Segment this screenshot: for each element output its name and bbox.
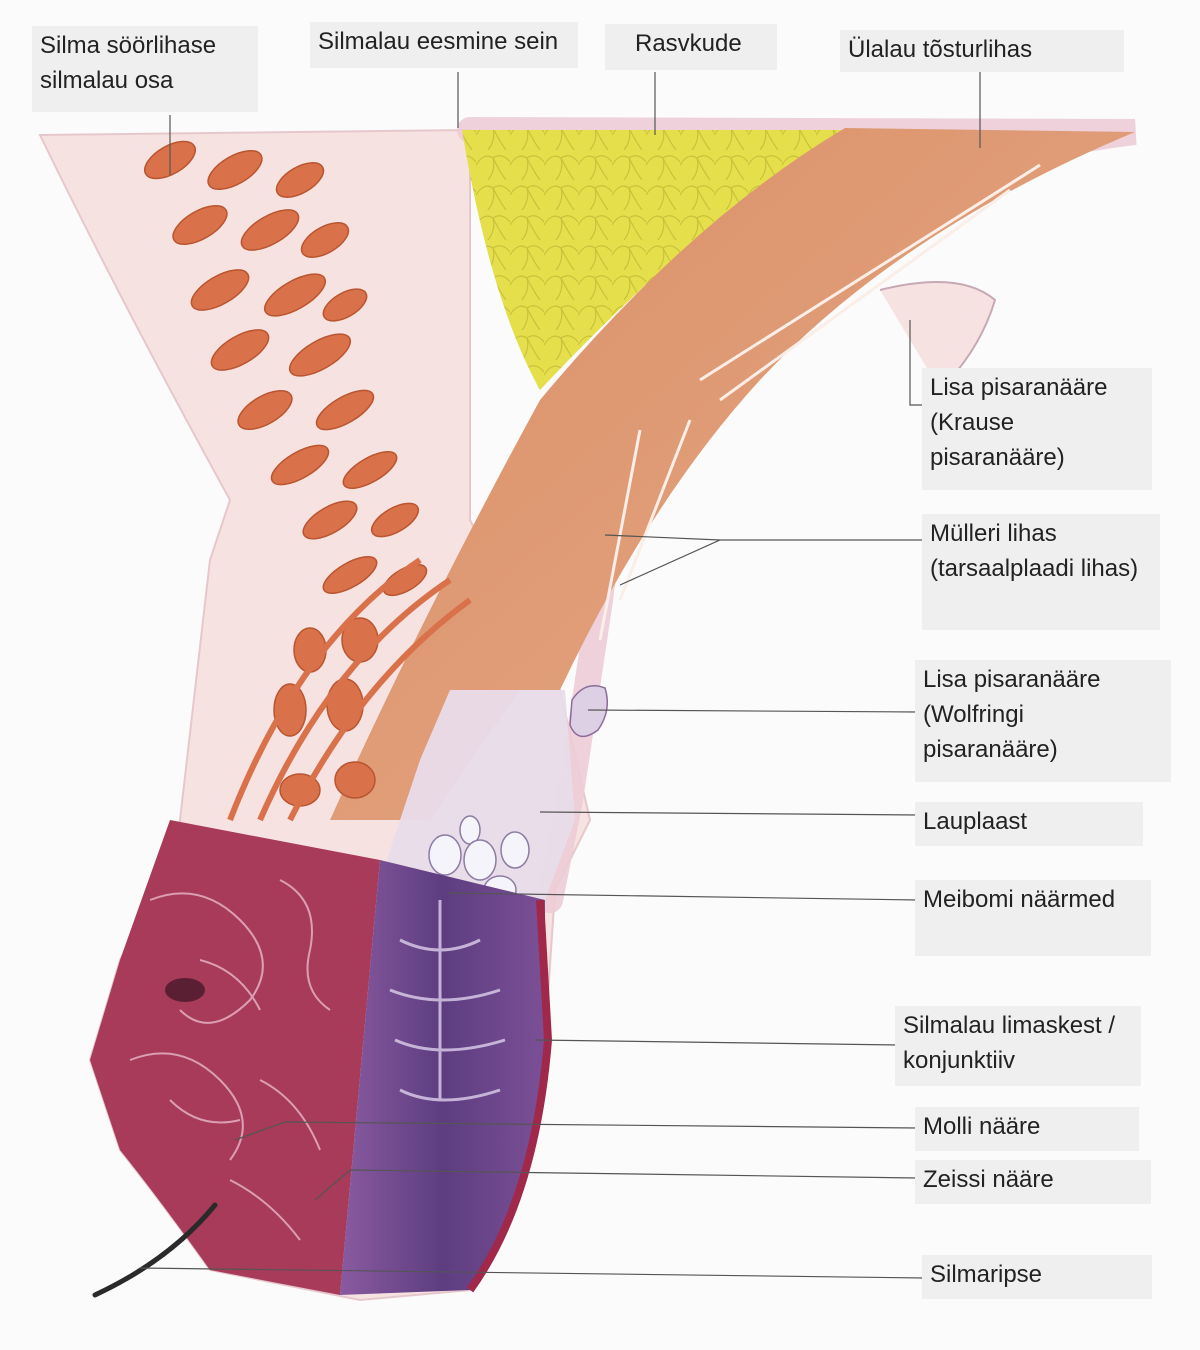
levator-muscle xyxy=(330,128,1135,820)
label-krause: Lisa pisaranääre (Krause pisaranääre) xyxy=(922,368,1152,490)
label-meibomian: Meibomi näärmed xyxy=(915,880,1151,956)
label-moll: Molli nääre xyxy=(915,1107,1139,1151)
wolfring-gland-shape xyxy=(569,685,609,738)
label-wolfring: Lisa pisaranääre (Wolfringi pisaranääre) xyxy=(915,660,1171,782)
leader-lines xyxy=(139,72,981,1279)
label-zeis: Zeissi nääre xyxy=(915,1160,1151,1204)
label-levator: Ülalau tõsturlihas xyxy=(840,30,1124,72)
label-conjunctiva: Silmalau limaskest / konjunktiiv xyxy=(895,1006,1141,1086)
histology-purple xyxy=(340,860,545,1295)
orbicularis-bundles xyxy=(144,140,428,807)
label-orbicularis: Silma söörlihase silmalau osa xyxy=(32,26,258,112)
label-fat: Rasvkude xyxy=(605,24,777,70)
label-tarsal-plate: Lauplaast xyxy=(915,802,1143,846)
eyelash xyxy=(92,1202,218,1298)
label-eyelash: Silmaripse xyxy=(922,1255,1152,1299)
label-muller: Mülleri lihas (tarsaalplaadi lihas) xyxy=(922,514,1160,630)
label-orbital-septum: Silmalau eesmine sein xyxy=(310,22,578,68)
histology-pink xyxy=(90,820,380,1295)
meibomian-top xyxy=(428,815,530,905)
